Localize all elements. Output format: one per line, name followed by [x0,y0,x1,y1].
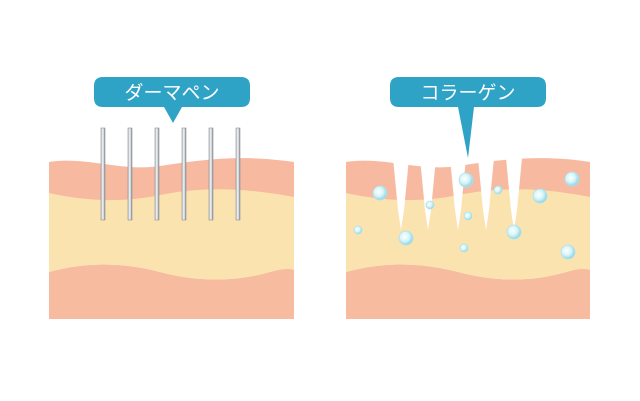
needle-6 [235,127,241,221]
collagen-particle-group [353,171,580,260]
micro-channel-4 [478,158,494,230]
collagen-particle-5 [353,225,363,235]
micro-channel-1 [393,158,409,230]
collagen-particle-10 [560,244,576,260]
collagen-callout: コラーゲン [390,77,546,158]
needle-2 [127,127,133,221]
needle-3 [154,127,160,221]
needle-5 [208,127,214,221]
collagen-particle-2 [458,172,474,188]
left-panel: ダーマペン [49,77,294,319]
left-skin-cross-section [49,158,294,319]
collagen-particle-6 [398,230,414,246]
collagen-particle-1 [372,185,388,201]
needle-group [100,127,241,221]
left-dermis-layer [49,188,294,280]
collagen-callout-bubble [390,77,546,158]
micro-channel-5 [506,158,522,230]
collagen-particle-11 [493,185,503,195]
right-dermis-layer [346,188,590,280]
collagen-particle-8 [506,224,522,240]
dermapen-callout: ダーマペン [94,77,250,123]
collagen-particle-12 [425,200,435,210]
left-subcutis-layer [49,264,294,319]
right-subcutis-layer [346,264,590,319]
micro-channel-2 [420,158,436,230]
needle-4 [181,127,187,221]
left-epidermis-layer [49,158,294,201]
collagen-particle-7 [463,211,473,221]
needle-1 [100,127,106,221]
right-panel: コラーゲン [346,77,590,319]
collagen-label: コラーゲン [420,82,515,104]
collagen-particle-4 [564,171,580,187]
dermapen-label: ダーマペン [124,82,219,104]
collagen-particle-9 [459,243,469,253]
dermapen-callout-bubble [94,77,250,123]
micro-channel-group [393,158,522,230]
collagen-particle-3 [532,188,548,204]
